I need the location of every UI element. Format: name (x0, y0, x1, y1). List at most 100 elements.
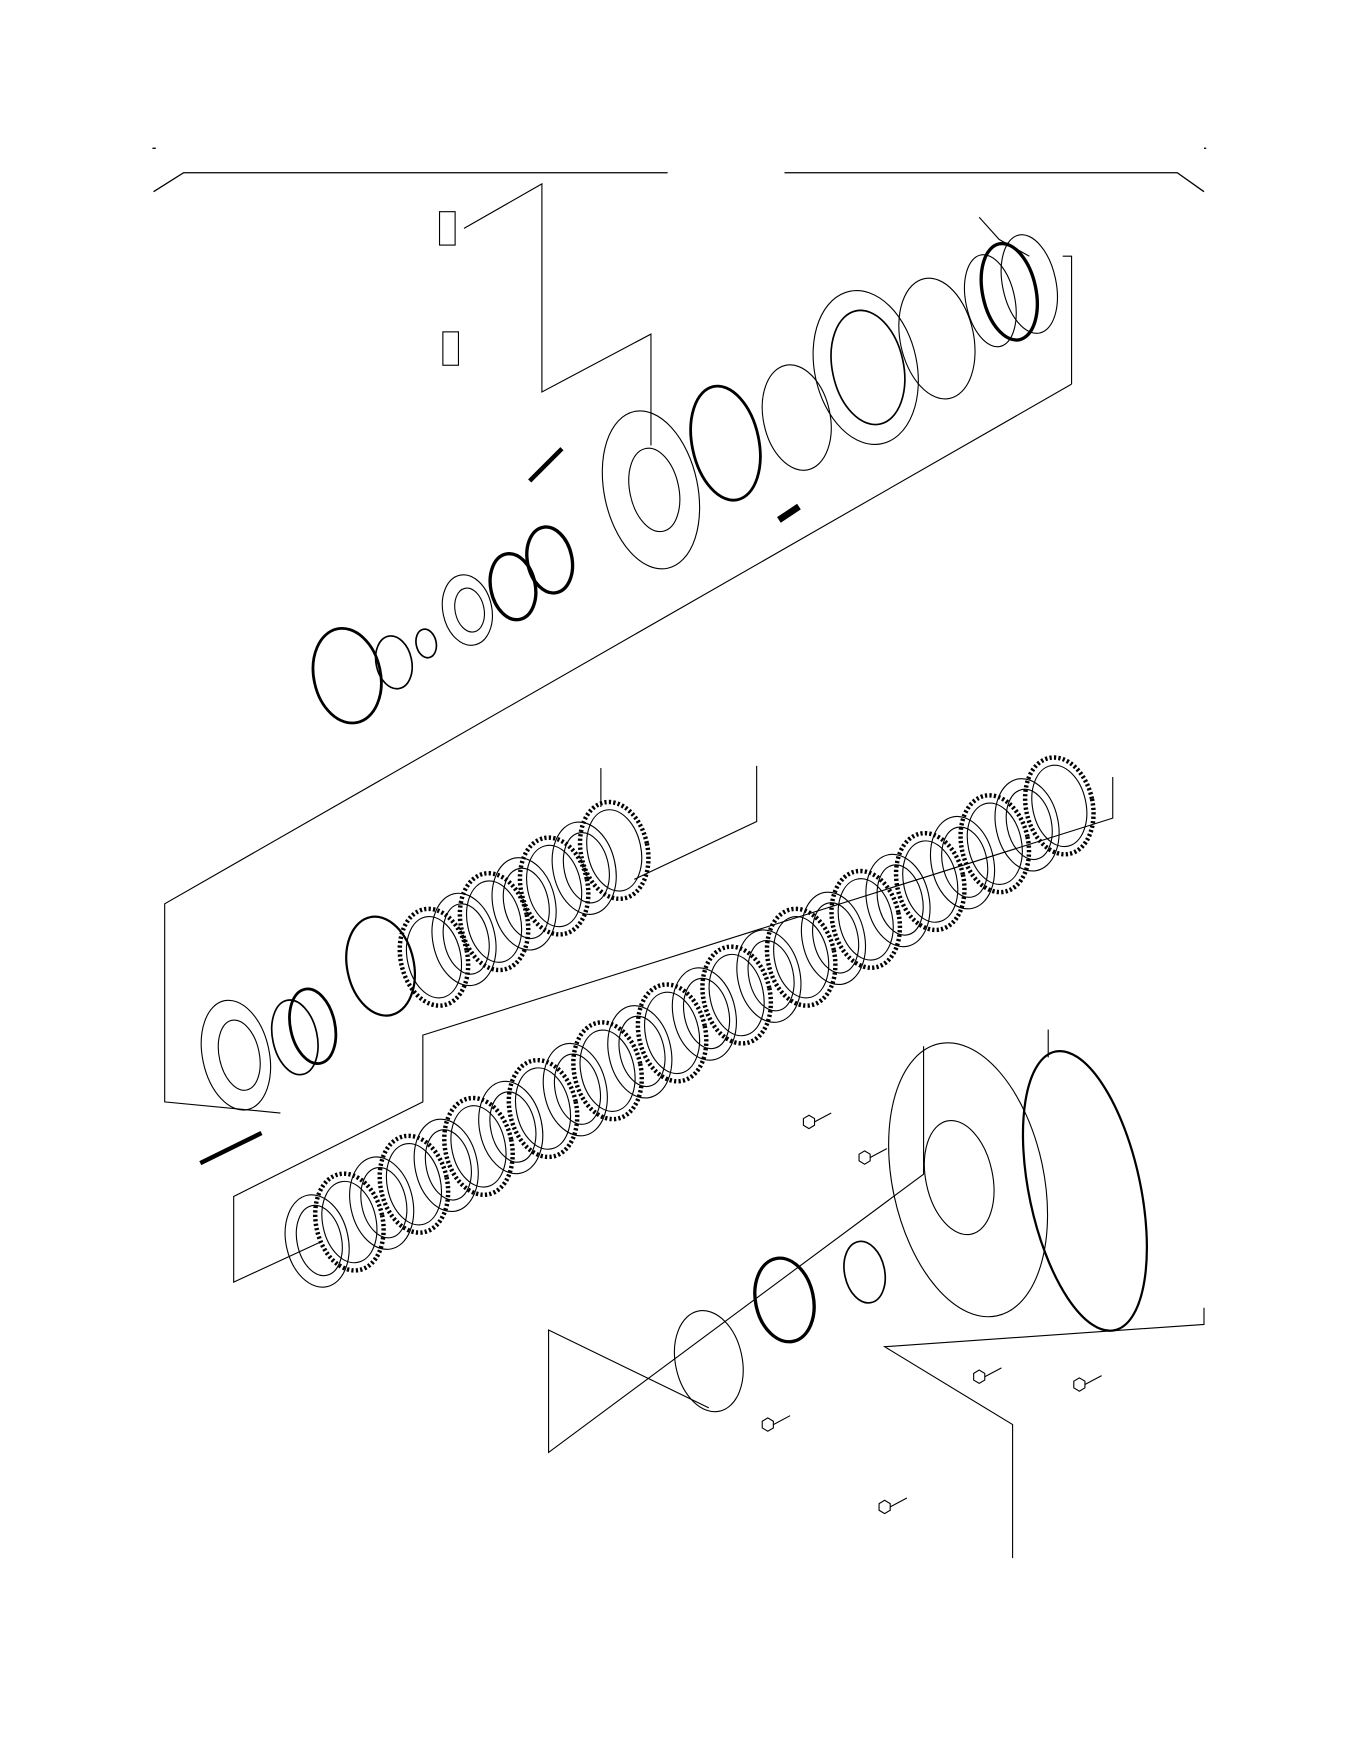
friction-disc-inner (553, 1053, 602, 1125)
friction-disc-inner (562, 832, 610, 904)
parts (199, 211, 1148, 1515)
clutch-disc-pack1 (457, 871, 531, 973)
friction-disc-outer (349, 1156, 415, 1250)
friction-disc-inner (812, 902, 860, 974)
clutch-disc-pack1 (577, 799, 651, 902)
fitting-1 (438, 211, 456, 246)
bearing (441, 574, 493, 646)
bolt-shank (1084, 1375, 1102, 1386)
gear-disc-inner (450, 1105, 507, 1188)
gear-disc-teeth (893, 830, 967, 933)
clutch-disc-pack2 (829, 868, 903, 971)
leader-pack2 (233, 776, 1114, 1284)
clutch-disc-pack2 (671, 967, 737, 1061)
leader-lines (164, 182, 1205, 1559)
gear-disc-inner (385, 1143, 442, 1226)
gear-disc-inner (644, 991, 701, 1075)
clutch-disc-pack2 (312, 1171, 386, 1273)
clutch-disc-pack1 (431, 892, 497, 987)
friction-disc-outer (994, 778, 1060, 872)
fitting-2 (442, 331, 460, 366)
clutch-disc-pack2 (700, 944, 774, 1046)
gear-disc-teeth (442, 1095, 515, 1198)
gear-disc-teeth (577, 799, 651, 902)
clutch-disc-pack1 (397, 906, 471, 1008)
o-ring-pack (345, 915, 416, 1017)
frame-left-bracket (153, 172, 668, 193)
seal-ring-3 (963, 254, 1017, 348)
friction-disc-inner (502, 867, 550, 940)
gear-disc-teeth (764, 906, 838, 1008)
bolt-shank (889, 1497, 908, 1508)
stud (199, 1131, 263, 1166)
thrust-washer (898, 277, 976, 400)
gear-disc-inner (708, 953, 765, 1037)
clutch-disc-pack2 (377, 1133, 451, 1235)
gear-disc-inner (466, 880, 523, 963)
gear-disc-teeth (457, 871, 531, 973)
clutch-disc-pack2 (542, 1042, 608, 1137)
seal-ring-4 (979, 241, 1039, 342)
clutch-disc-pack2 (958, 793, 1032, 895)
clutch-disc-pack2 (736, 929, 802, 1023)
hex-bolt (1073, 1375, 1102, 1392)
cover-housing (812, 289, 919, 445)
friction-disc-outer (413, 1118, 479, 1213)
friction-disc-outer (736, 929, 802, 1023)
friction-disc-inner (489, 1091, 537, 1163)
clutch-disc-pack2 (506, 1057, 580, 1160)
gear-disc-inner (321, 1180, 378, 1264)
hex-bolt (761, 1415, 791, 1432)
retaining-ring (761, 364, 832, 471)
clutch-disc-pack2 (635, 982, 709, 1084)
clutch-disc-pack2 (1022, 755, 1096, 857)
clutch-disc-pack2 (571, 1020, 644, 1122)
clutch-disc-pack2 (413, 1118, 479, 1213)
large-o-ring (1021, 1049, 1148, 1332)
gear-disc-teeth (517, 835, 591, 937)
friction-disc-outer (800, 891, 866, 986)
friction-disc-inner (295, 1204, 343, 1277)
clutch-disc-pack2 (929, 815, 996, 910)
clutch-disc-pack2 (284, 1194, 350, 1288)
hex-bolt (858, 1148, 888, 1165)
friction-disc-inner (442, 903, 490, 975)
friction-disc-outer (607, 1005, 673, 1099)
washer (673, 1310, 744, 1413)
friction-disc-inner (682, 977, 731, 1050)
gear-disc-inner (514, 1067, 572, 1150)
gear-disc-inner (526, 844, 583, 928)
gear-disc-teeth (1022, 755, 1096, 857)
clutch-disc-pack2 (865, 853, 931, 948)
gear-disc-inner (902, 840, 959, 923)
piston-seal-2 (288, 987, 338, 1065)
gear-disc-teeth (635, 982, 709, 1084)
leader-pack1 (634, 765, 758, 880)
small-snap-ring (415, 628, 438, 659)
friction-disc-inner (747, 939, 795, 1012)
friction-disc-outer (478, 1080, 544, 1175)
friction-disc-inner (1005, 788, 1053, 861)
frame-right-bracket (784, 172, 1205, 193)
leader-right-top (1062, 255, 1073, 385)
bearing-2 (843, 1240, 887, 1304)
leader-bolts (882, 1307, 1205, 1559)
clutch-disc-pack2 (764, 906, 838, 1008)
bolt-head (761, 1417, 774, 1432)
o-ring-housing (689, 384, 762, 502)
friction-disc-outer (491, 857, 557, 951)
clutch-disc-pack2 (893, 830, 967, 933)
friction-disc-outer (551, 821, 617, 915)
leader-bottom (548, 1046, 925, 1454)
clutch-disc-pack2 (994, 778, 1060, 872)
gear-disc-inner (586, 809, 643, 892)
clutch-disc-pack1 (551, 821, 617, 915)
bearing-inner (454, 587, 486, 633)
bolt-shank (814, 1112, 832, 1123)
piston (200, 999, 272, 1111)
flange-housing (888, 1042, 1049, 1318)
piston-bore (217, 1019, 261, 1091)
bolt-head (878, 1499, 891, 1515)
bolt-head (802, 1114, 816, 1130)
